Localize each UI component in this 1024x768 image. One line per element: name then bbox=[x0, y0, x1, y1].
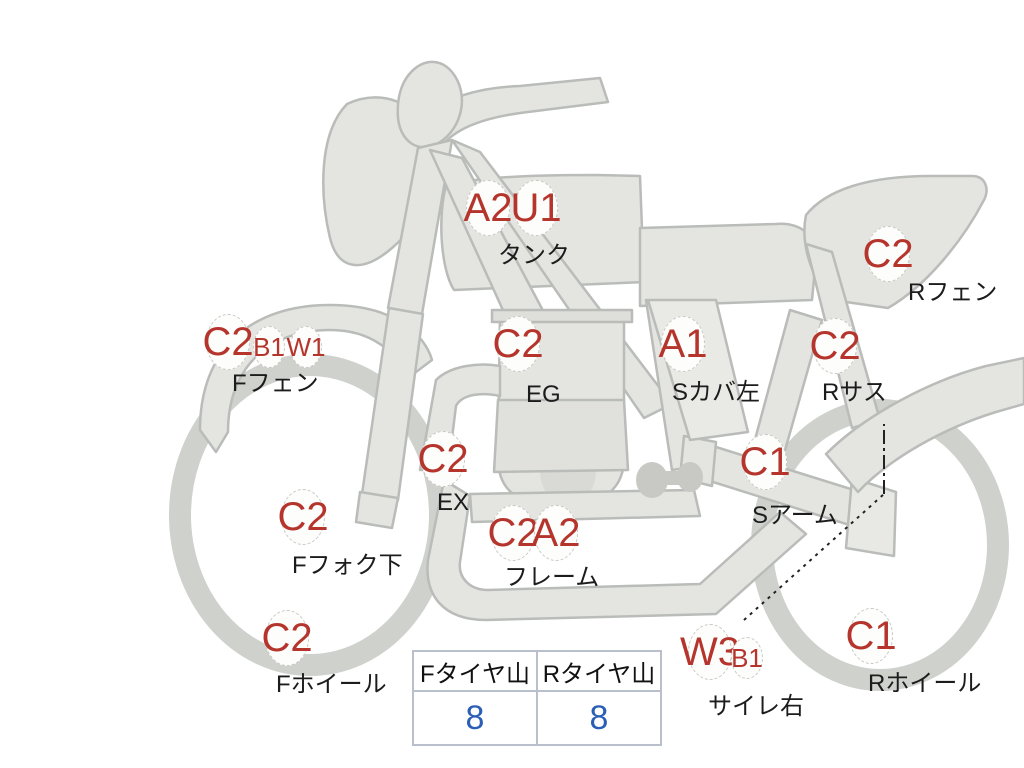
marker-silencer-r-w3[interactable]: W3 bbox=[680, 624, 740, 680]
label-engine: EG bbox=[526, 381, 561, 408]
label-f-fender: Fフェン bbox=[232, 370, 319, 397]
marker-f-fender-w1[interactable]: W1 bbox=[287, 326, 326, 368]
label-r-susp: Rサス bbox=[822, 379, 887, 406]
table-header-rear-tyre: Rタイヤ山 bbox=[536, 650, 662, 692]
label-exhaust: EX bbox=[437, 489, 470, 516]
label-silencer-r: サイレ右 bbox=[708, 693, 804, 720]
marker-r-susp-c2[interactable]: C2 bbox=[809, 318, 861, 374]
label-swingarm: Sアーム bbox=[752, 502, 838, 529]
label-r-wheel: Rホイール bbox=[868, 670, 982, 697]
tyre-tread-table: Fタイヤ山 Rタイヤ山 8 8 bbox=[412, 650, 662, 746]
rear-axle-block-shape bbox=[844, 476, 898, 558]
silencer-pipe-shape bbox=[426, 478, 808, 622]
footpeg-shape bbox=[636, 462, 703, 498]
marker-frame-a2[interactable]: A2 bbox=[532, 505, 580, 561]
marker-r-fender-c2[interactable]: C2 bbox=[862, 226, 914, 282]
muffler-shape bbox=[824, 356, 1024, 494]
marker-exhaust-c2[interactable]: C2 bbox=[417, 431, 469, 487]
seat-shape bbox=[638, 222, 818, 308]
label-r-fender: Rフェン bbox=[908, 279, 998, 306]
fork-foot-shape bbox=[354, 490, 400, 530]
silencer-leader-line bbox=[743, 424, 885, 621]
table-header-front-tyre: Fタイヤ山 bbox=[412, 650, 538, 692]
marker-r-wheel-c1[interactable]: C1 bbox=[845, 608, 897, 664]
marker-f-fender-c2[interactable]: C2 bbox=[202, 314, 254, 370]
table-value-front-tyre[interactable]: 8 bbox=[412, 690, 538, 746]
label-f-fork-lo: Fフォク下 bbox=[292, 552, 403, 579]
marker-silencer-r-b1[interactable]: B1 bbox=[731, 637, 763, 679]
table-row: 8 8 bbox=[412, 690, 662, 746]
label-frame: フレーム bbox=[504, 564, 600, 591]
marker-s-cover-l-a1[interactable]: A1 bbox=[659, 316, 707, 372]
marker-f-wheel-c2[interactable]: C2 bbox=[261, 610, 313, 666]
marker-f-fork-lo-c2[interactable]: C2 bbox=[277, 489, 329, 545]
marker-tank-a2[interactable]: A2 bbox=[464, 180, 512, 236]
marker-f-fender-b1[interactable]: B1 bbox=[253, 326, 285, 368]
marker-engine-c2[interactable]: C2 bbox=[492, 316, 544, 372]
label-s-cover-l: Sカバ左 bbox=[672, 379, 761, 406]
label-f-wheel: Fホイール bbox=[276, 671, 387, 698]
marker-frame-c2[interactable]: C2 bbox=[487, 505, 539, 561]
engine-case-shape bbox=[492, 398, 630, 474]
table-header-row: Fタイヤ山 Rタイヤ山 bbox=[412, 650, 662, 692]
table-value-rear-tyre[interactable]: 8 bbox=[536, 690, 662, 746]
marker-swingarm-c1[interactable]: C1 bbox=[739, 434, 791, 490]
label-tank: タンク bbox=[498, 242, 570, 269]
marker-tank-u1[interactable]: U1 bbox=[510, 180, 562, 236]
